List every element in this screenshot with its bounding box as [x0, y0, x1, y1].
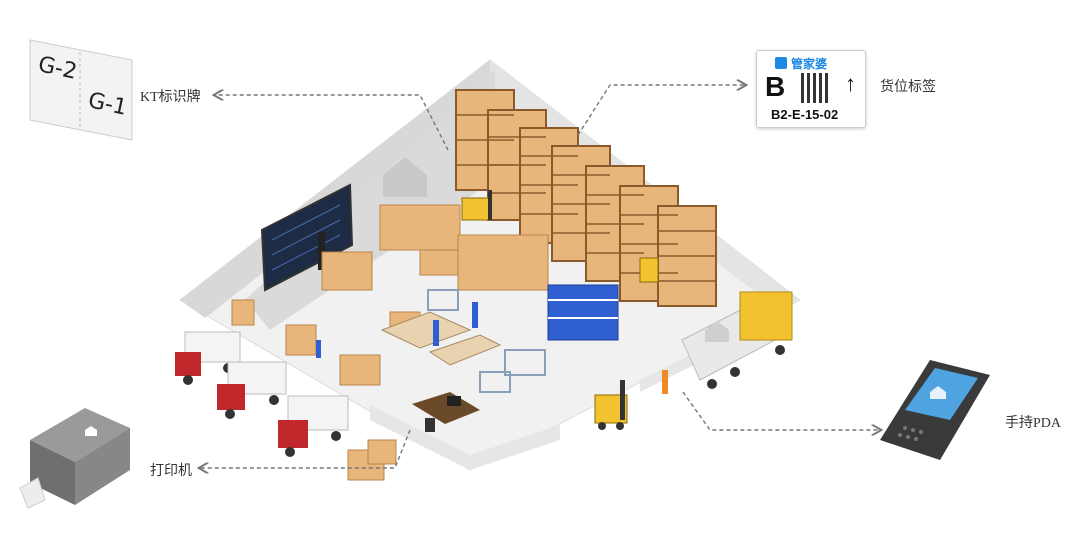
forklift-rear [461, 190, 492, 221]
office-desk [412, 392, 480, 432]
front-wall-right [640, 350, 700, 392]
up-arrow-icon: ↑ [845, 71, 856, 96]
callout-kt-sign: KT标识牌 [140, 90, 201, 105]
brand-name: 管家婆 [791, 57, 828, 71]
callout-printer: 打印机 [150, 464, 192, 479]
kt-sign-board [29, 39, 133, 141]
front-wall [370, 405, 560, 470]
packing-tables [380, 311, 502, 366]
zone-letter: B [765, 71, 786, 102]
pallet-racks [455, 89, 717, 307]
handheld-pda-device [880, 360, 990, 460]
slot-code: B2-E-15-02 [771, 107, 839, 122]
trolleys [427, 289, 546, 393]
reach-truck [639, 257, 659, 283]
callout-connectors [200, 85, 880, 468]
carton-stacks [231, 204, 549, 481]
workers [316, 302, 668, 394]
back-wall-left [180, 60, 490, 318]
callout-handheld-pda: 手持PDA [1005, 416, 1062, 431]
slot-label-tag: 管家婆 B ↑ B2-E-15-02 [756, 50, 866, 128]
callout-slot-label: 货位标签 [880, 80, 936, 95]
qr-code-icon [801, 73, 831, 103]
label-printer-device [19, 408, 130, 509]
worker-figure [318, 232, 325, 270]
blue-bin-shelves [547, 284, 619, 341]
brand-logo-icon [775, 57, 787, 69]
forklift-front [594, 380, 628, 430]
delivery-truck-right [681, 291, 793, 389]
delivery-truck-2 [217, 361, 287, 419]
delivery-truck-3 [278, 395, 349, 457]
house-logo-icon [383, 157, 427, 197]
